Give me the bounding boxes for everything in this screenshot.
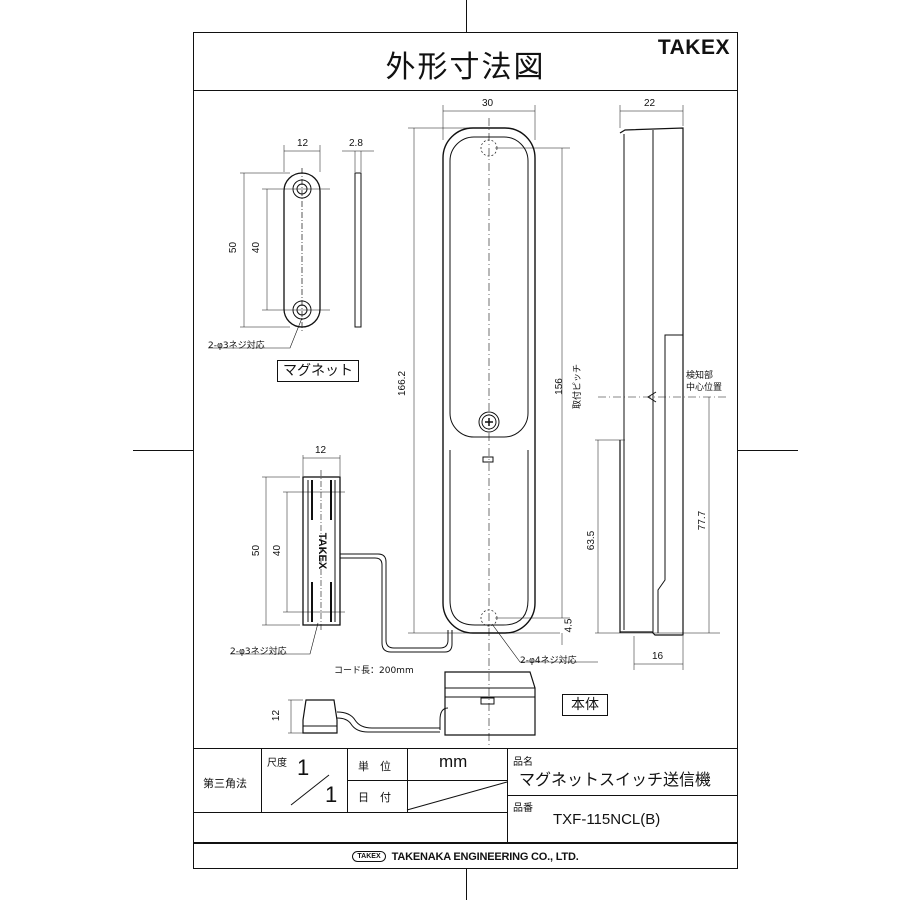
body-front-view: [408, 105, 598, 745]
magnet-side-view: [230, 455, 453, 655]
body-screw-note: 2-φ4ネジ対応: [520, 656, 577, 666]
cord-length-note: コード長：200mm: [334, 666, 414, 676]
magnet-length-dim: 50: [228, 241, 240, 254]
crop-mark-bottom: [466, 869, 467, 900]
title-bar: 外形寸法図 TAKEX: [193, 32, 738, 91]
magnet-side-pitch-dim: 40: [272, 544, 284, 557]
title-block: 第三角法 尺度 1 1 単 位 mm 日 付 品名 マグネットスイッチ送信機 品…: [193, 748, 738, 869]
body-offset-dim: 4.5: [563, 618, 575, 633]
body-label: 本体: [562, 694, 608, 716]
body-width-dim: 30: [482, 98, 494, 109]
magnet-width-dim: 12: [297, 138, 309, 149]
crop-mark-right: [738, 450, 798, 451]
brand-logo: TAKEX: [657, 36, 730, 59]
crop-mark-top: [466, 0, 467, 32]
drawing-sheet: [193, 32, 738, 869]
magnet-side-screw-note: 2-φ3ネジ対応: [230, 647, 287, 657]
magnet-label: マグネット: [277, 360, 359, 382]
magnet-height-dim: 12: [271, 709, 283, 722]
body-bottom-view: [288, 671, 536, 736]
product-name: マグネットスイッチ送信機: [519, 770, 712, 789]
company-footer: TAKEX TAKENAKA ENGINEERING CO., LTD.: [193, 843, 738, 870]
body-side-view: [595, 105, 728, 670]
scale-label: 尺度: [267, 758, 287, 769]
projection-method: 第三角法: [203, 777, 247, 790]
title-block-lines: [290, 774, 508, 811]
body-pitch-dim: 156: [553, 378, 565, 395]
sensor-note-line1: 検知部: [686, 371, 714, 381]
date-label: 日 付: [358, 791, 391, 804]
magnet-side-length-dim: 50: [251, 544, 263, 557]
product-no: TXF-115NCL(B): [553, 811, 661, 828]
scale-denominator: 1: [325, 782, 338, 807]
magnet-thickness-dim: 2.8: [349, 138, 363, 149]
body-length-dim: 166.2: [397, 370, 409, 397]
magnet-side-width-dim: 12: [315, 445, 327, 456]
page-title: 外形寸法図: [385, 50, 546, 85]
unit-label: 単 位: [358, 760, 391, 773]
company-logo: TAKEX: [352, 851, 386, 862]
side-lower-dim: 63.5: [586, 530, 598, 551]
product-no-label: 品番: [513, 803, 533, 814]
magnet-pitch-dim: 40: [251, 241, 263, 254]
sensor-note-line2: 中心位置: [686, 383, 723, 393]
company-name: TAKENAKA ENGINEERING CO., LTD.: [391, 850, 579, 863]
body-pitch-label: 取付ピッチ: [573, 363, 584, 410]
side-sensor-dim: 77.7: [697, 510, 709, 531]
product-name-label: 品名: [513, 757, 533, 768]
magnet-screw-note: 2-φ3ネジ対応: [208, 341, 265, 351]
side-bottom-depth-dim: 16: [652, 651, 664, 662]
magnet-front-view: [208, 145, 330, 349]
scale-numerator: 1: [297, 755, 310, 780]
side-depth-dim: 22: [644, 98, 656, 109]
magnet-imprint: TAKEX: [316, 532, 329, 570]
crop-mark-left: [133, 450, 193, 451]
unit-value: mm: [439, 752, 468, 771]
